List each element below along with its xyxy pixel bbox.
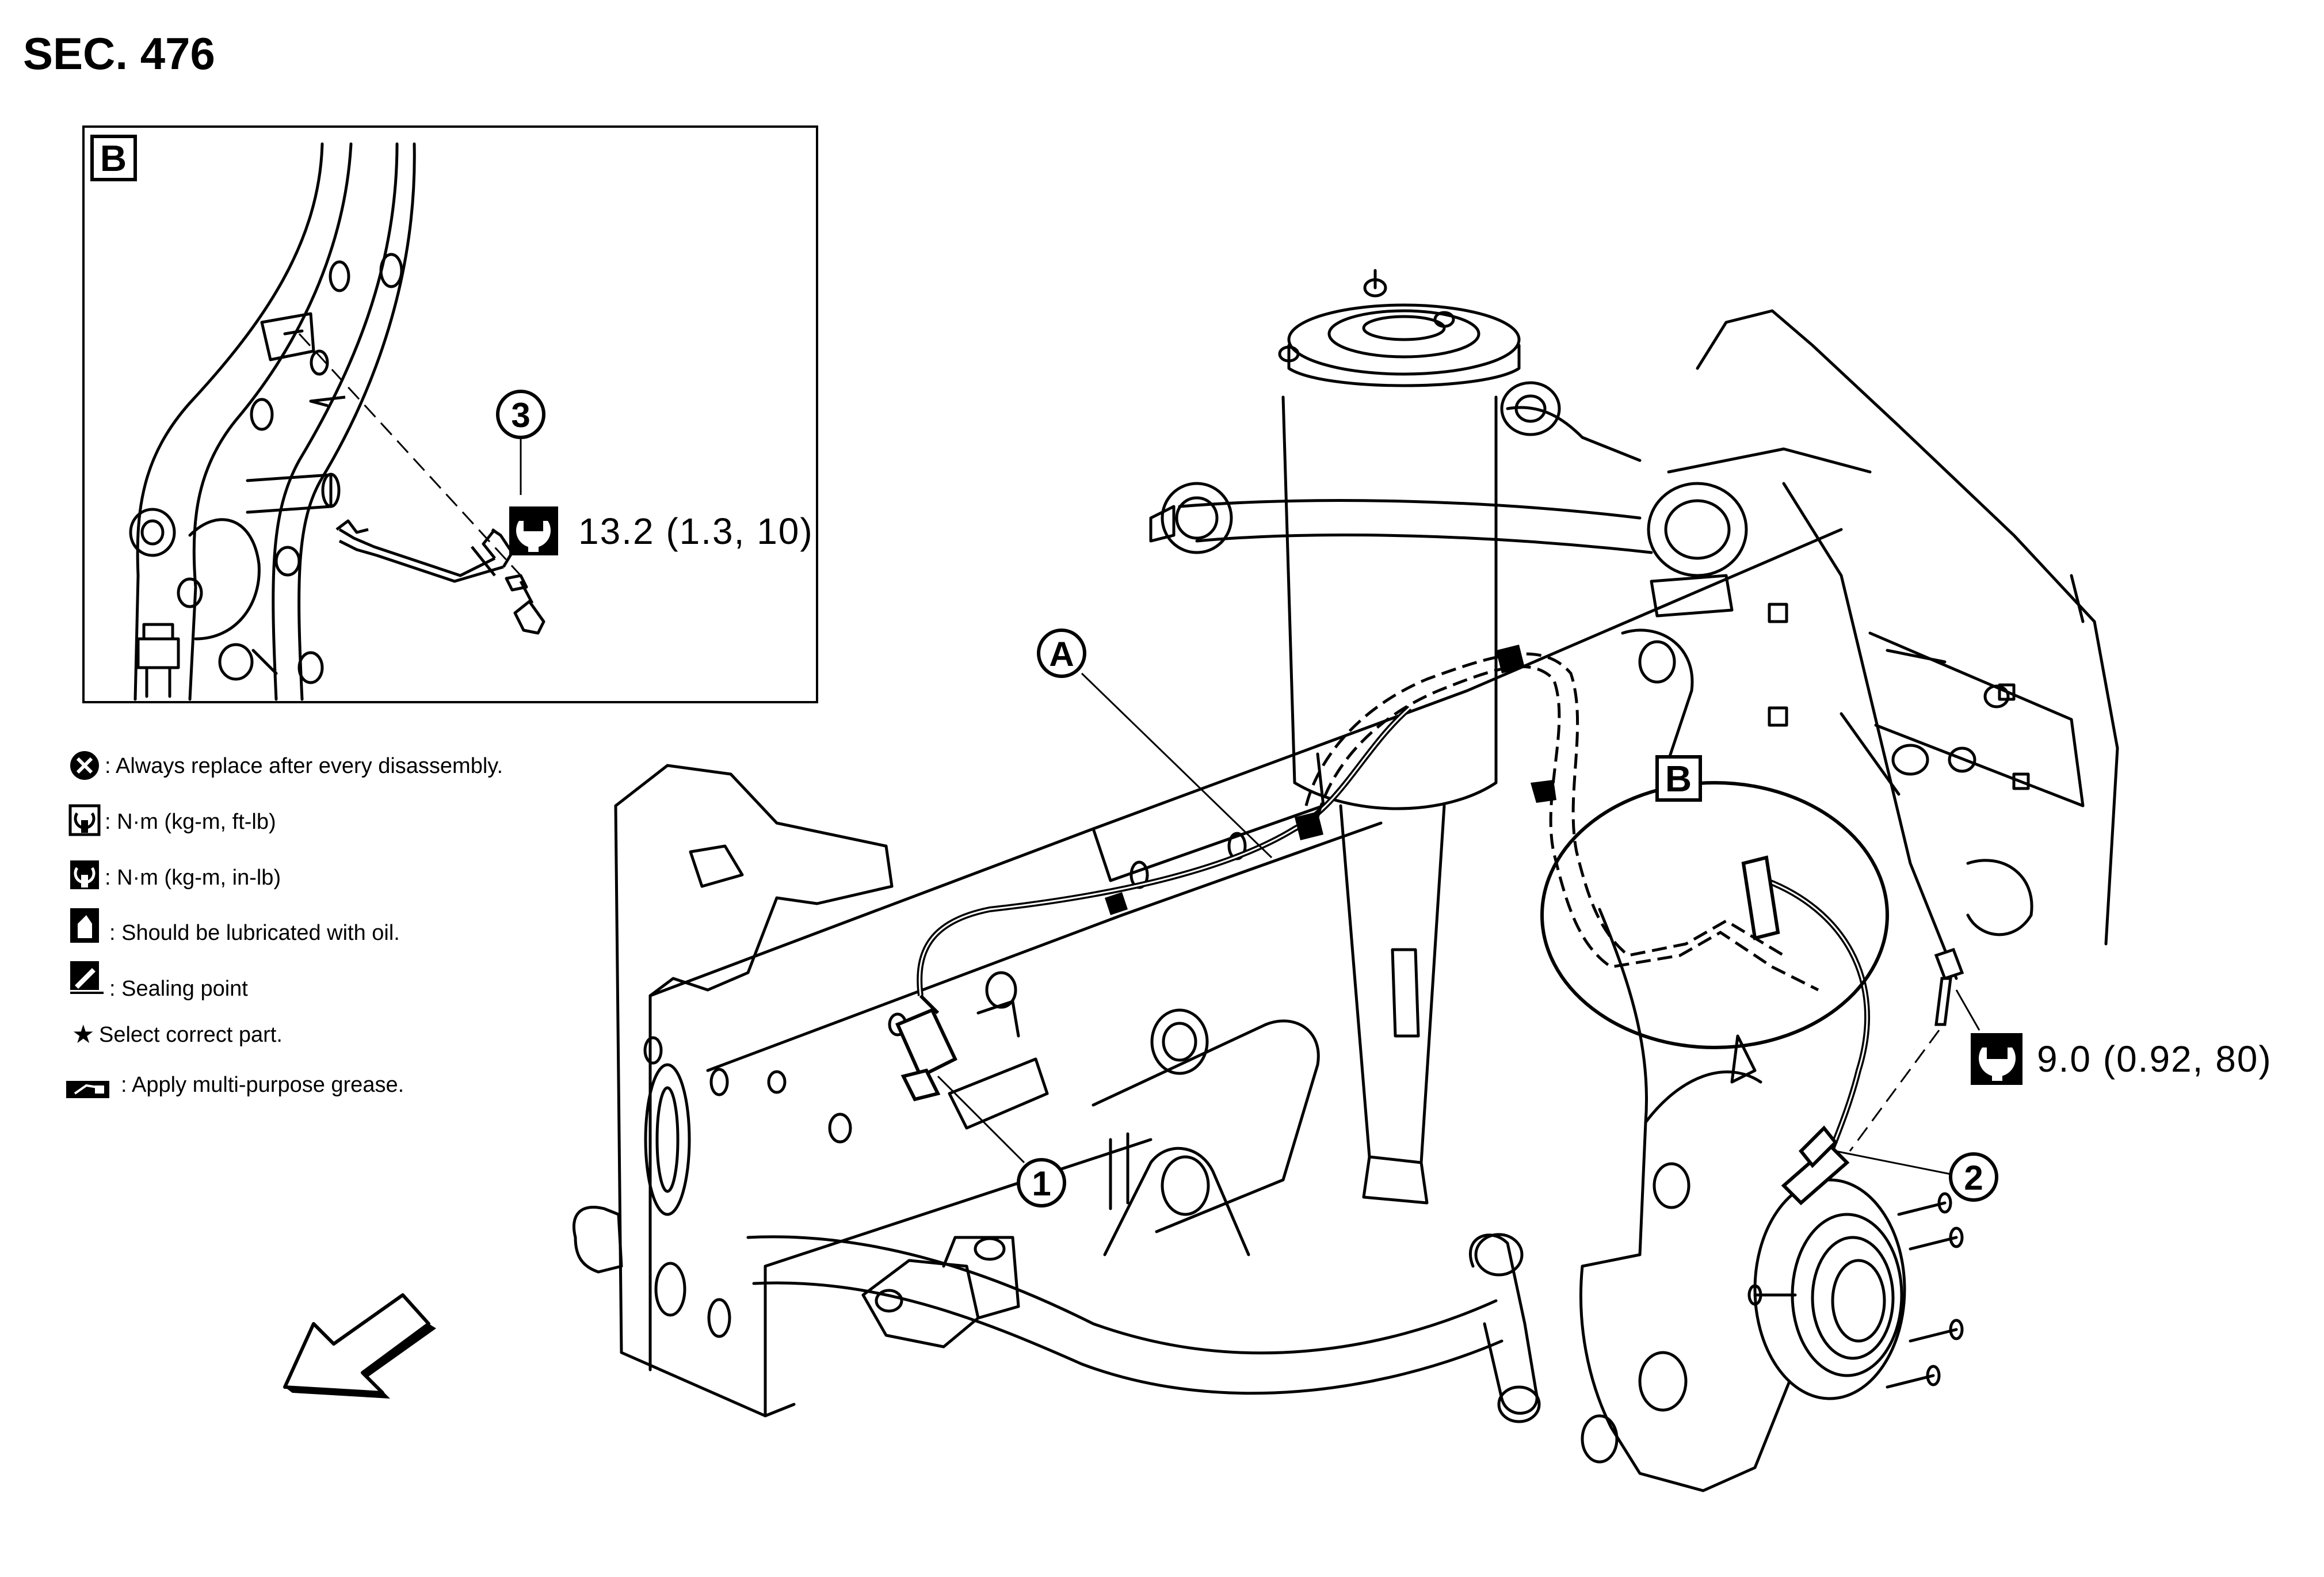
inset-frame-member xyxy=(129,142,416,701)
torque-wrench-ft-lb-icon xyxy=(509,506,558,555)
rear-subframe xyxy=(1696,309,2119,946)
harness-clip xyxy=(1496,645,1525,673)
legend-text-6: Select correct part. xyxy=(99,1023,283,1047)
suspension-assembly xyxy=(572,269,2119,1492)
callout-1-leader xyxy=(937,1075,1025,1164)
sealing-point-icon xyxy=(70,961,104,994)
legend-text-5: : Sealing point xyxy=(109,977,248,1001)
callout-1-number: 1 xyxy=(1032,1164,1051,1203)
torque-leader xyxy=(1955,989,1980,1031)
upper-link xyxy=(1178,499,1642,520)
detail-b-label: B xyxy=(1665,758,1692,799)
main-torque-value: 9.0 (0.92, 80) xyxy=(2037,1038,2272,1080)
legend-text-1: : Always replace after every disassembly… xyxy=(105,754,503,778)
callout-a-circle xyxy=(1037,628,1086,678)
harness-clip xyxy=(1295,812,1323,840)
callout-2-circle xyxy=(1949,1152,1998,1202)
wheel-sensor xyxy=(1781,1125,1850,1206)
sensor-connector xyxy=(895,994,957,1102)
inset-frame xyxy=(82,125,818,703)
stabilizer-link xyxy=(1468,1233,1539,1415)
callout-1-circle xyxy=(1017,1158,1066,1207)
legend-text-4: : Should be lubricated with oil. xyxy=(109,921,400,945)
front-direction-arrow-icon xyxy=(283,1293,436,1399)
star-icon: ★ xyxy=(72,1020,94,1049)
torque-ft-lb-icon xyxy=(68,804,101,836)
axle-knuckle xyxy=(1579,908,1791,1492)
oil-can-icon xyxy=(70,908,99,943)
harness-clip xyxy=(1531,780,1556,803)
inset-label: B xyxy=(100,138,127,179)
sensor-bolt xyxy=(1934,947,1964,1026)
legend-text-2: : N·m (kg-m, ft-lb) xyxy=(105,810,276,834)
front-crossmember xyxy=(614,764,894,997)
harness-clip xyxy=(1105,892,1128,915)
callout-3-circle xyxy=(496,390,545,439)
torque-wrench-in-lb-icon xyxy=(1971,1033,2022,1085)
sensor-harness xyxy=(895,645,1870,1206)
inset-detail-b: B xyxy=(82,125,818,703)
callout-2-leader xyxy=(1835,1150,1951,1175)
callout-3-number: 3 xyxy=(511,396,530,435)
stabilizer-bar xyxy=(746,1235,1498,1355)
legend: : Always replace after every disassembly… xyxy=(66,751,503,1098)
grease-icon xyxy=(66,1081,109,1098)
side-member xyxy=(648,528,1843,997)
strut-assembly xyxy=(1278,269,1521,1205)
legend-text-7: : Apply multi-purpose grease. xyxy=(121,1073,404,1097)
inset-label-box xyxy=(90,135,137,181)
detail-b-label-box xyxy=(1655,755,1702,802)
legend-text-3: : N·m (kg-m, in-lb) xyxy=(105,866,281,890)
torque-in-lb-icon xyxy=(70,860,99,889)
callout-a-leader xyxy=(1081,672,1273,859)
bolt-alignment-line xyxy=(298,333,522,577)
bolt-alignment-line-main xyxy=(1849,1030,1940,1152)
sensor-bracket xyxy=(309,395,545,635)
inset-torque-value: 13.2 (1.3, 10) xyxy=(578,511,814,552)
section-title: SEC. 476 xyxy=(23,28,215,79)
callout-2-number: 2 xyxy=(1964,1159,1983,1197)
replace-part-icon xyxy=(70,751,99,780)
harness-bracket xyxy=(1741,855,1780,940)
detail-b-circle xyxy=(1540,781,1889,1049)
wheel-hub xyxy=(1747,1178,1964,1400)
callout-a-letter: A xyxy=(1049,635,1074,673)
